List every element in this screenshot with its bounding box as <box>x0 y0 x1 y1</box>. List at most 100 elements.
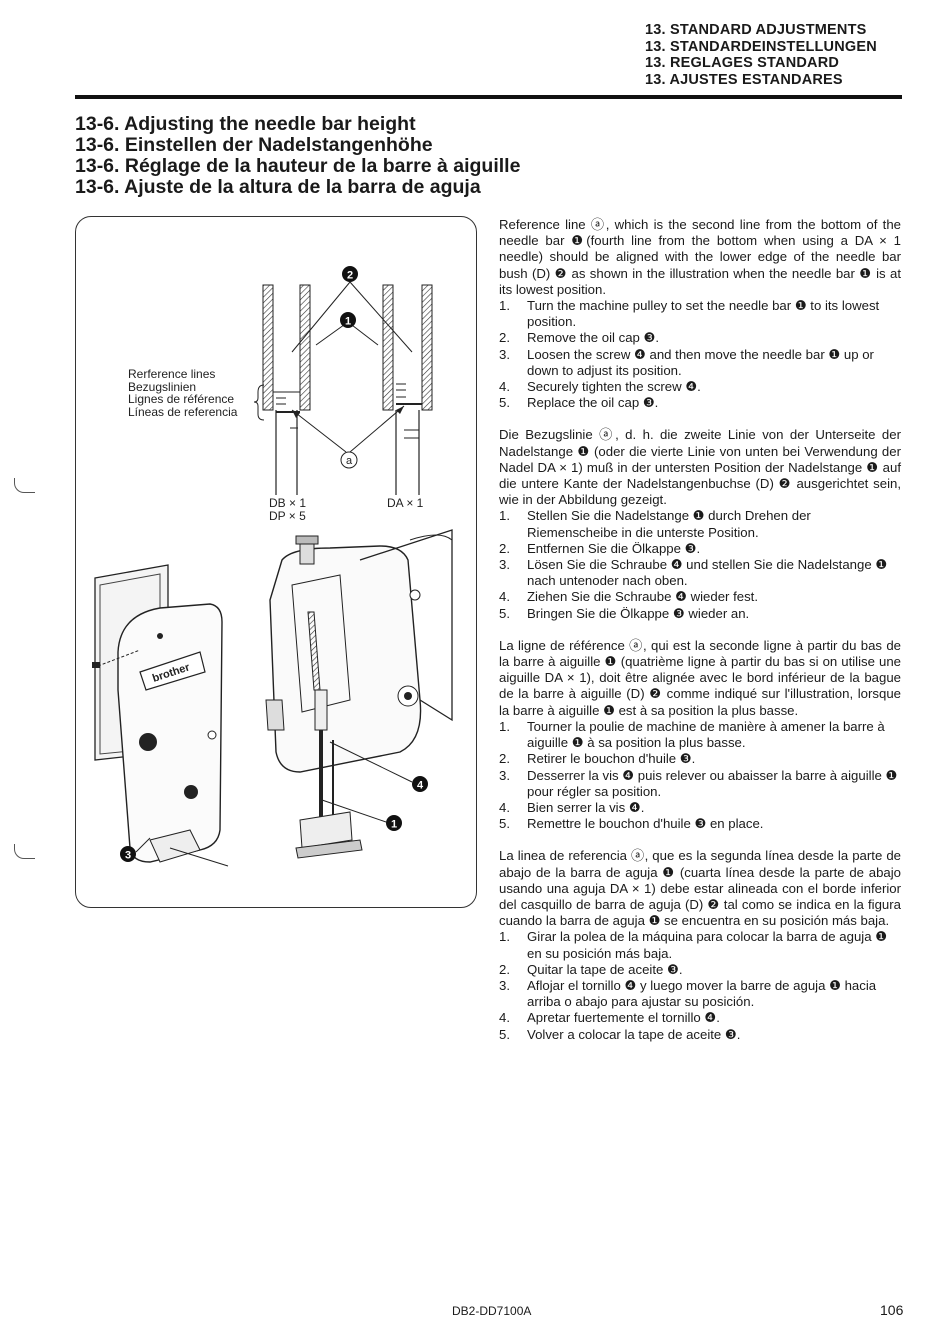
page-titles: 13-6. Adjusting the needle bar height 13… <box>75 114 675 198</box>
step-item: 4. Apretar fuertemente el tornillo ❹. <box>499 1010 901 1026</box>
step-text: Apretar fuertemente el tornillo ❹. <box>527 1010 720 1026</box>
svg-text:1: 1 <box>345 316 351 328</box>
reference-brace <box>253 384 265 421</box>
section-spanish: La linea de referencia ⓐ, que es la segu… <box>499 848 901 1042</box>
step-number: 5. <box>499 816 510 832</box>
steps-french: 1. Tourner la poulie de machine de manièr… <box>499 719 901 832</box>
step-text: Bringen Sie die Ölkappe ❸ wieder an. <box>527 605 750 621</box>
needle-db1: DB × 1 <box>269 496 307 510</box>
needle-bar-detail-left <box>262 284 311 495</box>
step-item: 3. Aflojar el tornillo ❹ y luego mover la… <box>499 978 901 1010</box>
step-number: 3. <box>499 557 510 573</box>
intro-french: La ligne de référence ⓐ, qui est la seco… <box>499 637 901 718</box>
step-item: 5.Bringen Sie die Ölkappe ❸ wieder an. <box>499 606 901 622</box>
section-english: Reference line ⓐ, which is the second li… <box>499 217 901 411</box>
step-number: 4. <box>499 799 510 815</box>
section-header-en: 13. STANDARD ADJUSTMENTS <box>645 22 867 38</box>
step-item: 5. Volver a colocar la tape de aceite ❸. <box>499 1027 901 1043</box>
step-item: 4. Securely tighten the screw ❹. <box>499 379 901 395</box>
oil-cap-cover: brother <box>92 564 229 867</box>
ref-label-fr: Lignes de référence <box>128 392 235 406</box>
step-number: 2. <box>499 961 510 977</box>
svg-text:2: 2 <box>347 270 353 282</box>
needle-dp5: DP × 5 <box>269 508 306 523</box>
step-item: 2. Remove the oil cap ❸. <box>499 330 901 346</box>
intro-spanish: La linea de referencia ⓐ, que es la segu… <box>499 848 901 929</box>
step-text: Desserrer la vis ❹ puis relever ou abais… <box>527 767 898 799</box>
section-header-fr: 13. REGLAGES STANDARD <box>645 55 840 71</box>
callout-2-top: 2 <box>342 266 358 282</box>
step-text: Remettre le bouchon d'huile ❸ en place. <box>527 816 764 832</box>
ref-label-en: Rerference lines <box>128 367 216 381</box>
step-text: Turn the machine pulley to set the needl… <box>527 298 880 330</box>
step-number: 4. <box>499 1010 510 1026</box>
step-item: 5. Replace the oil cap ❸. <box>499 395 901 411</box>
step-number: 5. <box>499 1026 510 1042</box>
step-item: 5. Remettre le bouchon d'huile ❸ en place… <box>499 816 901 832</box>
detail-leader-lines <box>291 281 413 453</box>
step-text: Aflojar el tornillo ❹ y luego mover la b… <box>527 977 877 1010</box>
step-number: 1. <box>499 508 510 524</box>
step-text: Quitar la tape de aceite ❸. <box>527 961 683 977</box>
step-item: 3. Lösen Sie die Schraube ❹ und stellen S… <box>499 557 901 589</box>
section-header-es: 13. AJUSTES ESTANDARES <box>645 71 843 88</box>
step-item: 2. Retirer le bouchon d'huile ❸. <box>499 751 901 767</box>
steps-english: 1. Turn the machine pulley to set the nee… <box>499 298 901 411</box>
section-german: Die Bezugslinie ⓐ, d. h. die zweite Lini… <box>499 427 901 621</box>
reference-lines-label: Rerference lines Bezugslinien Lignes de … <box>128 368 237 418</box>
step-number: 4. <box>499 589 510 605</box>
step-item: 1. Turn the machine pulley to set the nee… <box>499 298 901 330</box>
step-number: 5. <box>499 395 510 411</box>
callout-3-cap: 3 <box>120 837 151 862</box>
step-item: 2. Entfernen Sie die Ölkappe ❸. <box>499 541 901 557</box>
title-fr: 13-6. Réglage de la hauteur de la barre … <box>75 155 521 177</box>
needle-bar-detail-right <box>382 284 433 495</box>
step-number: 3. <box>499 977 510 993</box>
callout-1-top: 1 <box>340 312 356 328</box>
step-item: 2. Quitar la tape de aceite ❸. <box>499 962 901 978</box>
header-divider <box>75 95 902 99</box>
machine-head <box>265 529 453 859</box>
step-number: 2. <box>499 751 510 767</box>
intro-english: Reference line ⓐ, which is the second li… <box>499 217 901 297</box>
callout-a: a <box>340 451 358 469</box>
intro-german: Die Bezugslinie ⓐ, d. h. die zweite Lini… <box>499 427 901 508</box>
step-text: Lösen Sie die Schraube ❹ und stellen Sie… <box>527 557 888 589</box>
step-number: 1. <box>499 718 510 734</box>
step-text: Securely tighten the screw ❹. <box>527 379 701 395</box>
step-number: 1. <box>499 298 510 314</box>
illustration-frame <box>75 216 477 908</box>
step-text: Remove the oil cap ❸. <box>527 330 660 346</box>
document-code: DB2-DD7100A <box>452 1304 532 1318</box>
step-number: 2. <box>499 540 510 556</box>
step-text: Retirer le bouchon d'huile ❸. <box>527 751 696 767</box>
step-text: Volver a colocar la tape de aceite ❸. <box>527 1026 741 1042</box>
step-item: 4. Ziehen Sie die Schraube ❹ wieder fest. <box>499 589 901 605</box>
step-text: Entfernen Sie die Ölkappe ❸. <box>527 540 701 556</box>
callout-4-machine: 4 <box>329 741 428 792</box>
needle-type-right: DA × 1 <box>387 496 424 510</box>
margin-mark <box>14 478 35 493</box>
step-text: Loosen the screw ❹ and then move the nee… <box>527 346 874 378</box>
svg-text:3: 3 <box>125 850 131 862</box>
step-number: 4. <box>499 379 510 395</box>
step-text: Girar la polea de la máquina para coloca… <box>527 929 888 961</box>
step-text: Replace the oil cap ❸. <box>527 395 659 411</box>
step-number: 1. <box>499 929 510 945</box>
margin-mark <box>14 844 35 859</box>
section-french: La ligne de référence ⓐ, qui est la seco… <box>499 638 901 832</box>
svg-text:a: a <box>346 455 353 467</box>
page-number: 106 <box>880 1302 904 1318</box>
step-number: 3. <box>499 346 510 362</box>
step-item: 3. Loosen the screw ❹ and then move the n… <box>499 347 901 379</box>
steps-spanish: 1. Girar la polea de la máquina para colo… <box>499 929 901 1042</box>
step-text: Bien serrer la vis ❹. <box>527 799 645 815</box>
svg-text:4: 4 <box>417 780 424 792</box>
step-text: Ziehen Sie die Schraube ❹ wieder fest. <box>527 589 759 605</box>
ref-label-es: Líneas de referencia <box>128 404 238 419</box>
step-number: 3. <box>499 767 510 783</box>
step-text: Tourner la poulie de machine de manière … <box>527 718 885 751</box>
title-en: 13-6. Adjusting the needle bar height <box>75 113 416 135</box>
steps-german: 1.Stellen Sie die Nadelstange ❶ durch Dr… <box>499 508 901 621</box>
step-number: 2. <box>499 330 510 346</box>
